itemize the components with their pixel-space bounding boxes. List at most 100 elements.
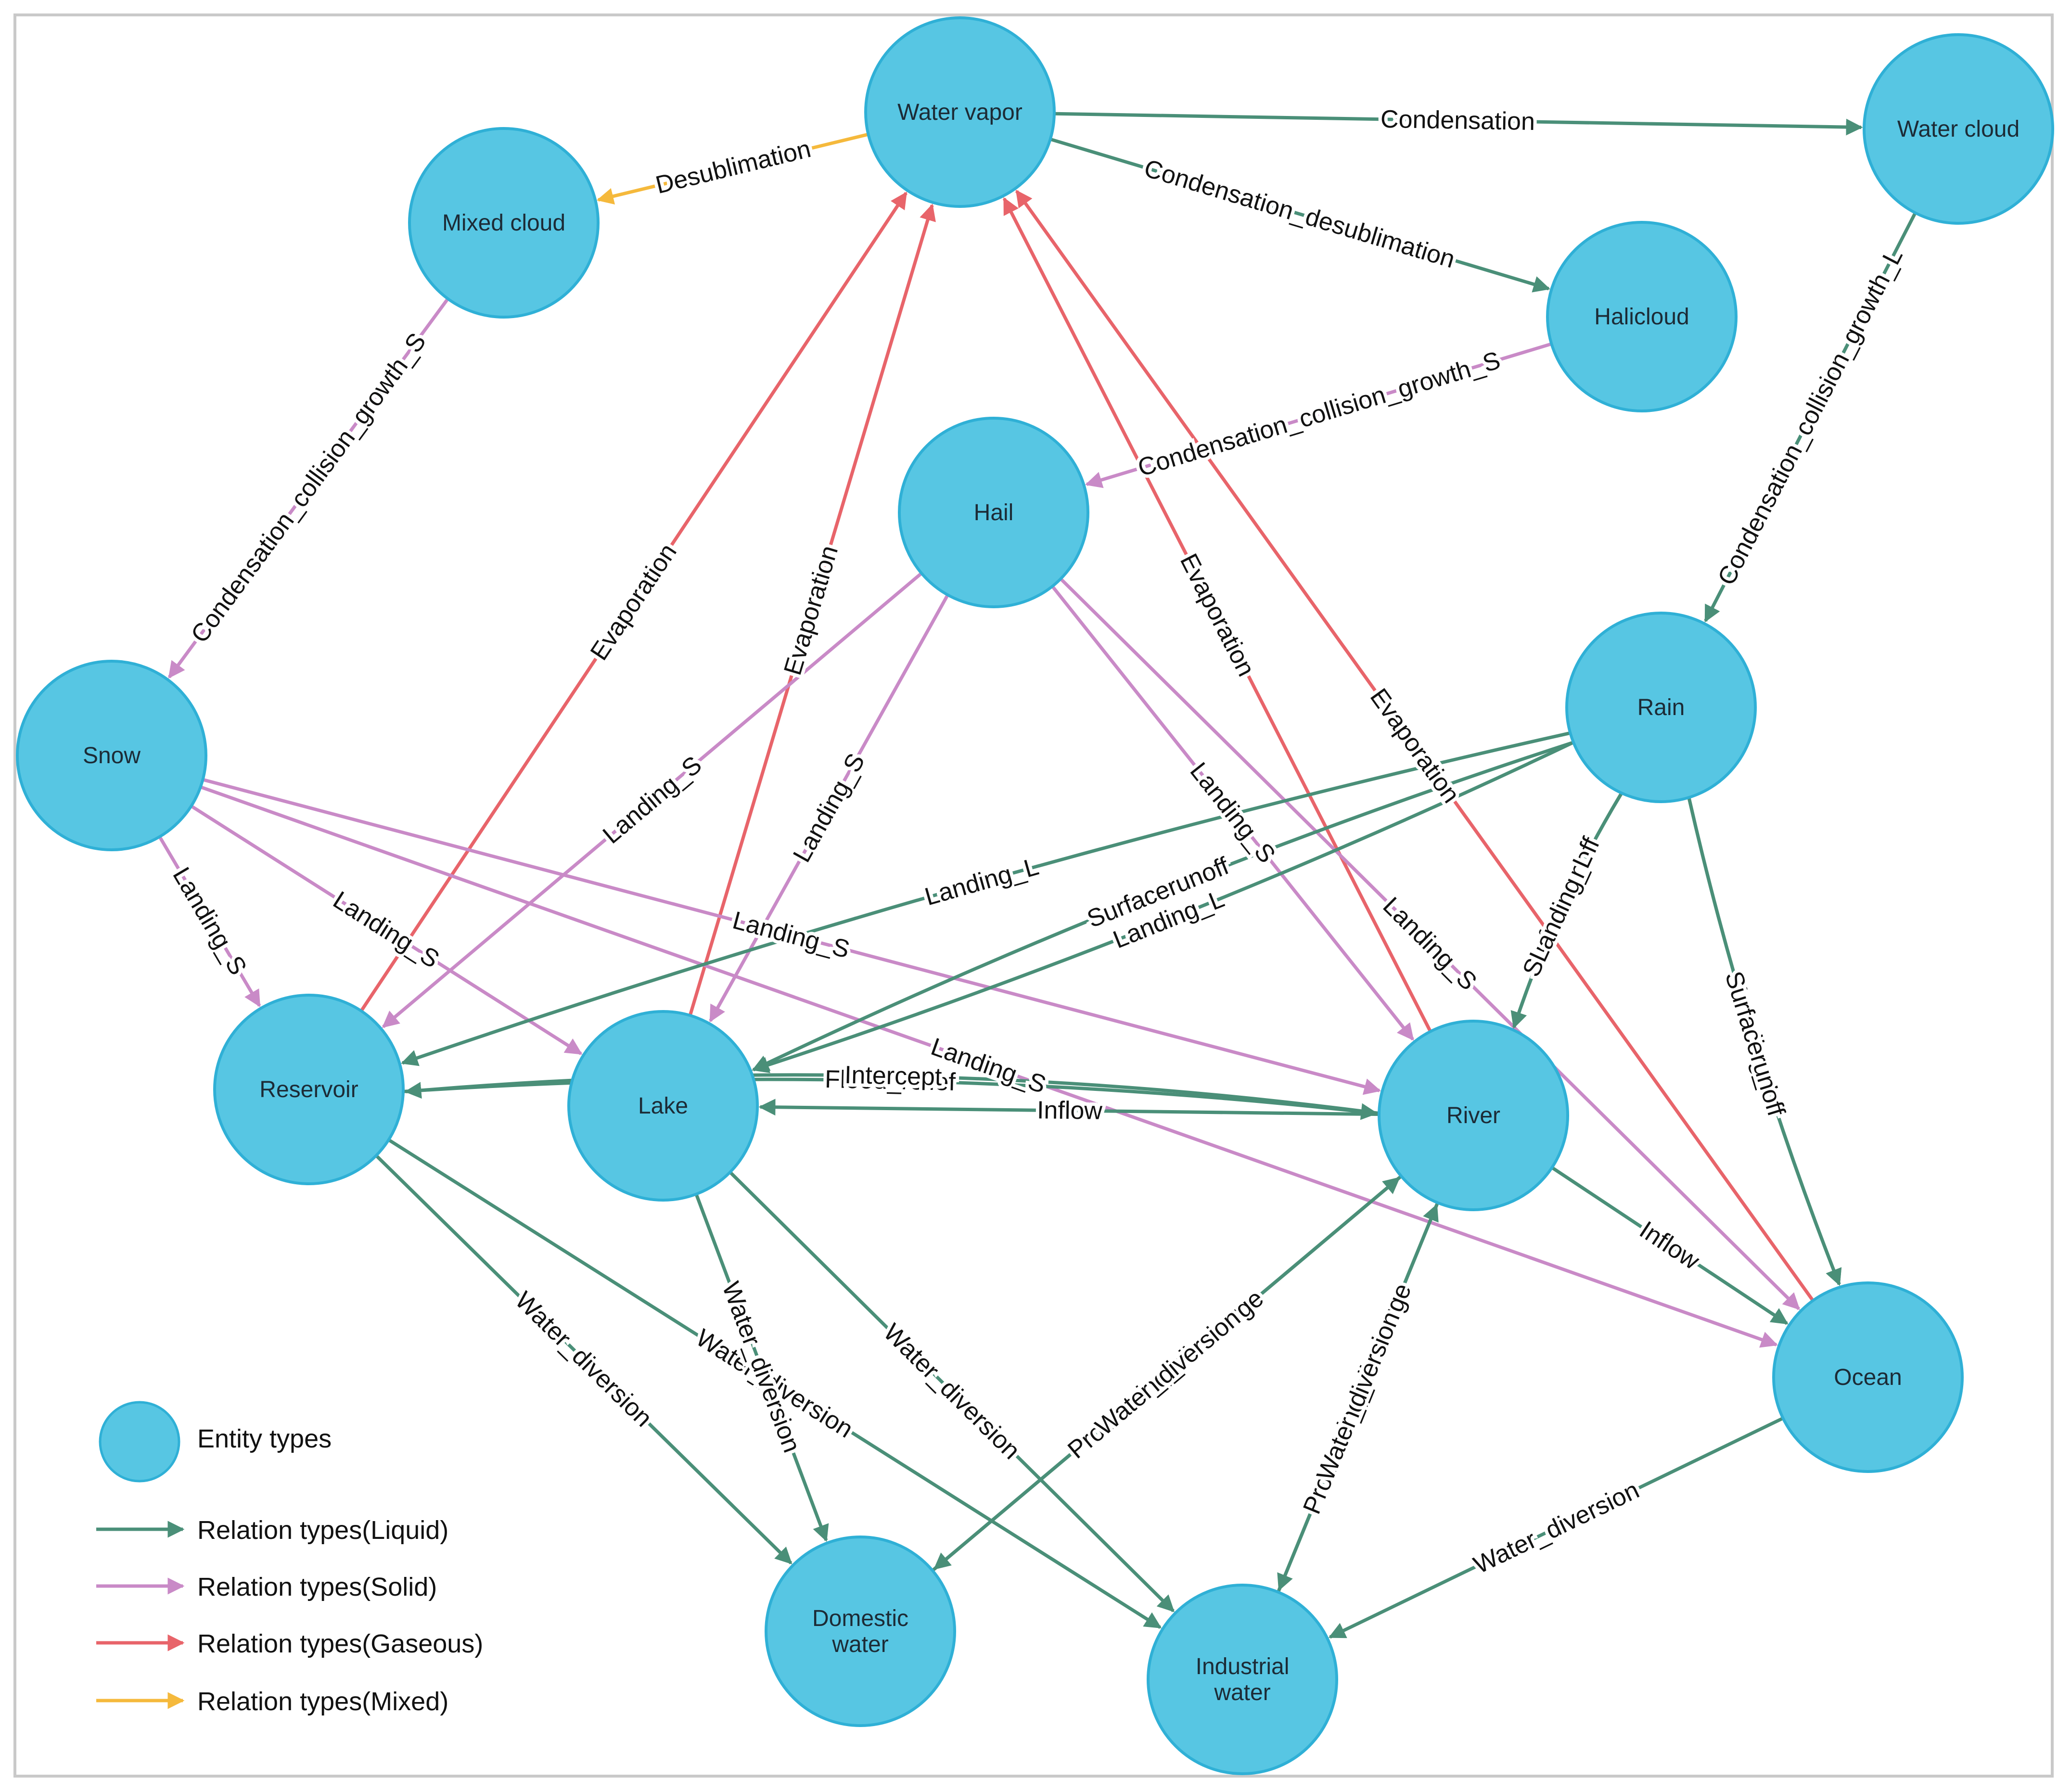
edge-river-to-lake — [758, 1099, 1380, 1116]
node-circle[interactable] — [213, 994, 405, 1185]
edge-lake-to-water_vapor — [688, 204, 936, 1016]
node-circle[interactable] — [864, 16, 1056, 208]
node-circle[interactable] — [765, 1536, 956, 1727]
edge-water_vapor-to-water_cloud — [1054, 112, 1863, 136]
edge-label: Water_diversion — [1311, 1307, 1405, 1485]
edge-label: Landing_S — [328, 886, 444, 973]
node-label: Mixed cloud — [442, 210, 565, 236]
node-lake[interactable]: Lake — [567, 1010, 759, 1202]
node-label: Water vapor — [897, 100, 1023, 125]
legend-entity-swatch — [99, 1401, 180, 1483]
edge-snow-to-river — [202, 778, 1381, 1095]
node-label: Halicloud — [1594, 304, 1689, 330]
node-circle[interactable] — [1546, 221, 1738, 412]
edge-snow-to-lake — [190, 805, 583, 1055]
edge-river-to-industrial_water — [1277, 1202, 1439, 1591]
node-hail[interactable]: Hail — [898, 417, 1089, 608]
node-reservoir[interactable]: Reservoir — [213, 994, 405, 1185]
edge-label: Landing_S — [598, 751, 707, 849]
edge-ocean-to-industrial_water — [1328, 1417, 1784, 1639]
edge-label: Landing_S — [1378, 892, 1483, 996]
node-mixed-cloud[interactable]: Mixed cloud — [408, 127, 600, 319]
node-label: Ocean — [1834, 1365, 1902, 1390]
node-circle[interactable] — [1863, 33, 2054, 225]
edge-water_vapor-to-mixed_cloud — [596, 132, 869, 205]
edge-rain-to-river — [1510, 792, 1624, 1029]
node-circle[interactable] — [408, 127, 600, 319]
legend-entity-label: Entity types — [197, 1424, 332, 1453]
edge-label: Water_diversion — [1090, 1304, 1246, 1441]
node-label: Lake — [638, 1093, 688, 1119]
legend: Entity types Relation types(Liquid) Rela… — [96, 1401, 483, 1716]
node-label: Water cloud — [1897, 116, 2020, 142]
legend-gaseous-label: Relation types(Gaseous) — [197, 1629, 483, 1658]
edge-label: Evaporation — [1365, 683, 1465, 808]
edge-label: Evaporation — [585, 538, 682, 665]
node-circle[interactable] — [567, 1010, 759, 1202]
edge-label: Flood_relief — [825, 1065, 956, 1096]
node-river[interactable]: River — [1378, 1020, 1569, 1211]
node-water-vapor[interactable]: Water vapor — [864, 16, 1056, 208]
edge-snow-to-reservoir — [158, 835, 261, 1008]
edge-label: Evaporation — [779, 542, 844, 678]
node-ocean[interactable]: Ocean — [1772, 1281, 1964, 1473]
edge-label: Inflow — [1635, 1216, 1705, 1276]
node-label: Snow — [83, 743, 141, 768]
edge-label: Desublimation — [653, 135, 814, 199]
edges-layer — [158, 112, 1917, 1639]
edge-river-to-reservoir — [404, 1073, 1380, 1115]
edge-label: Intercept — [844, 1061, 942, 1091]
edge-lake-to-industrial_water — [729, 1171, 1175, 1613]
edge-ocean-to-water_vapor — [1015, 190, 1815, 1302]
edge-snow-to-ocean — [200, 785, 1778, 1348]
edge-mixed_cloud-to-snow — [167, 297, 449, 679]
edge-label: Condensation_collision_growth_L — [1713, 244, 1908, 589]
edge-label: Condensation_collision_growth_S — [186, 328, 432, 648]
edge-rain-to-lake — [752, 741, 1574, 1072]
node-circle[interactable] — [1378, 1020, 1569, 1211]
node-circle[interactable] — [1772, 1281, 1964, 1473]
edge-water_vapor-to-halicloud — [1049, 137, 1550, 293]
node-water-cloud[interactable]: Water cloud — [1863, 33, 2054, 225]
edge-reservoir-to-river — [403, 1077, 1378, 1120]
edge-label: Evaporation — [1175, 549, 1260, 680]
edge-hail-to-ocean — [1059, 577, 1800, 1310]
edge-hail-to-lake — [709, 594, 949, 1023]
node-rain[interactable]: Rain — [1565, 612, 1757, 803]
edge-reservoir-to-water_vapor — [359, 192, 908, 1012]
node-circle[interactable] — [1565, 612, 1757, 803]
edge-label: Inflow — [1037, 1096, 1103, 1125]
edge-reservoir-to-industrial_water — [387, 1138, 1162, 1629]
edge-reservoir-to-domestic_water — [375, 1154, 793, 1564]
node-circle[interactable] — [898, 417, 1089, 608]
legend-mixed-label: Relation types(Mixed) — [197, 1687, 448, 1716]
edge-label: Condensation — [1381, 105, 1535, 136]
edge-label: Water_diversion — [878, 1318, 1025, 1465]
legend-solid-label: Relation types(Solid) — [197, 1573, 437, 1601]
node-circle[interactable] — [1147, 1584, 1338, 1775]
edge-label: Landing_S — [788, 749, 870, 867]
edge-label: Condensation_collision_growth_S — [1135, 346, 1504, 482]
edge-label: Surfacerunoff — [1719, 968, 1790, 1120]
diagram-frame — [13, 13, 2054, 1778]
node-label: Hail — [974, 500, 1014, 525]
edge-label: Water_diversion — [1470, 1476, 1644, 1579]
edge-label: Landing_L — [922, 853, 1042, 911]
edge-river-to-water_vapor — [1002, 197, 1432, 1033]
node-label: River — [1446, 1103, 1500, 1128]
node-halicloud[interactable]: Halicloud — [1546, 221, 1738, 412]
edge-lake-to-domestic_water — [694, 1193, 829, 1542]
node-snow[interactable]: Snow — [16, 660, 207, 851]
node-circle[interactable] — [16, 660, 207, 851]
edge-hail-to-reservoir — [382, 572, 923, 1028]
edge-river-to-ocean — [1551, 1166, 1789, 1325]
edge-label: Condensation_desublimation — [1141, 154, 1458, 274]
edge-rain-to-reservoir — [401, 731, 1571, 1066]
edge-halicloud-to-hail — [1085, 342, 1552, 488]
